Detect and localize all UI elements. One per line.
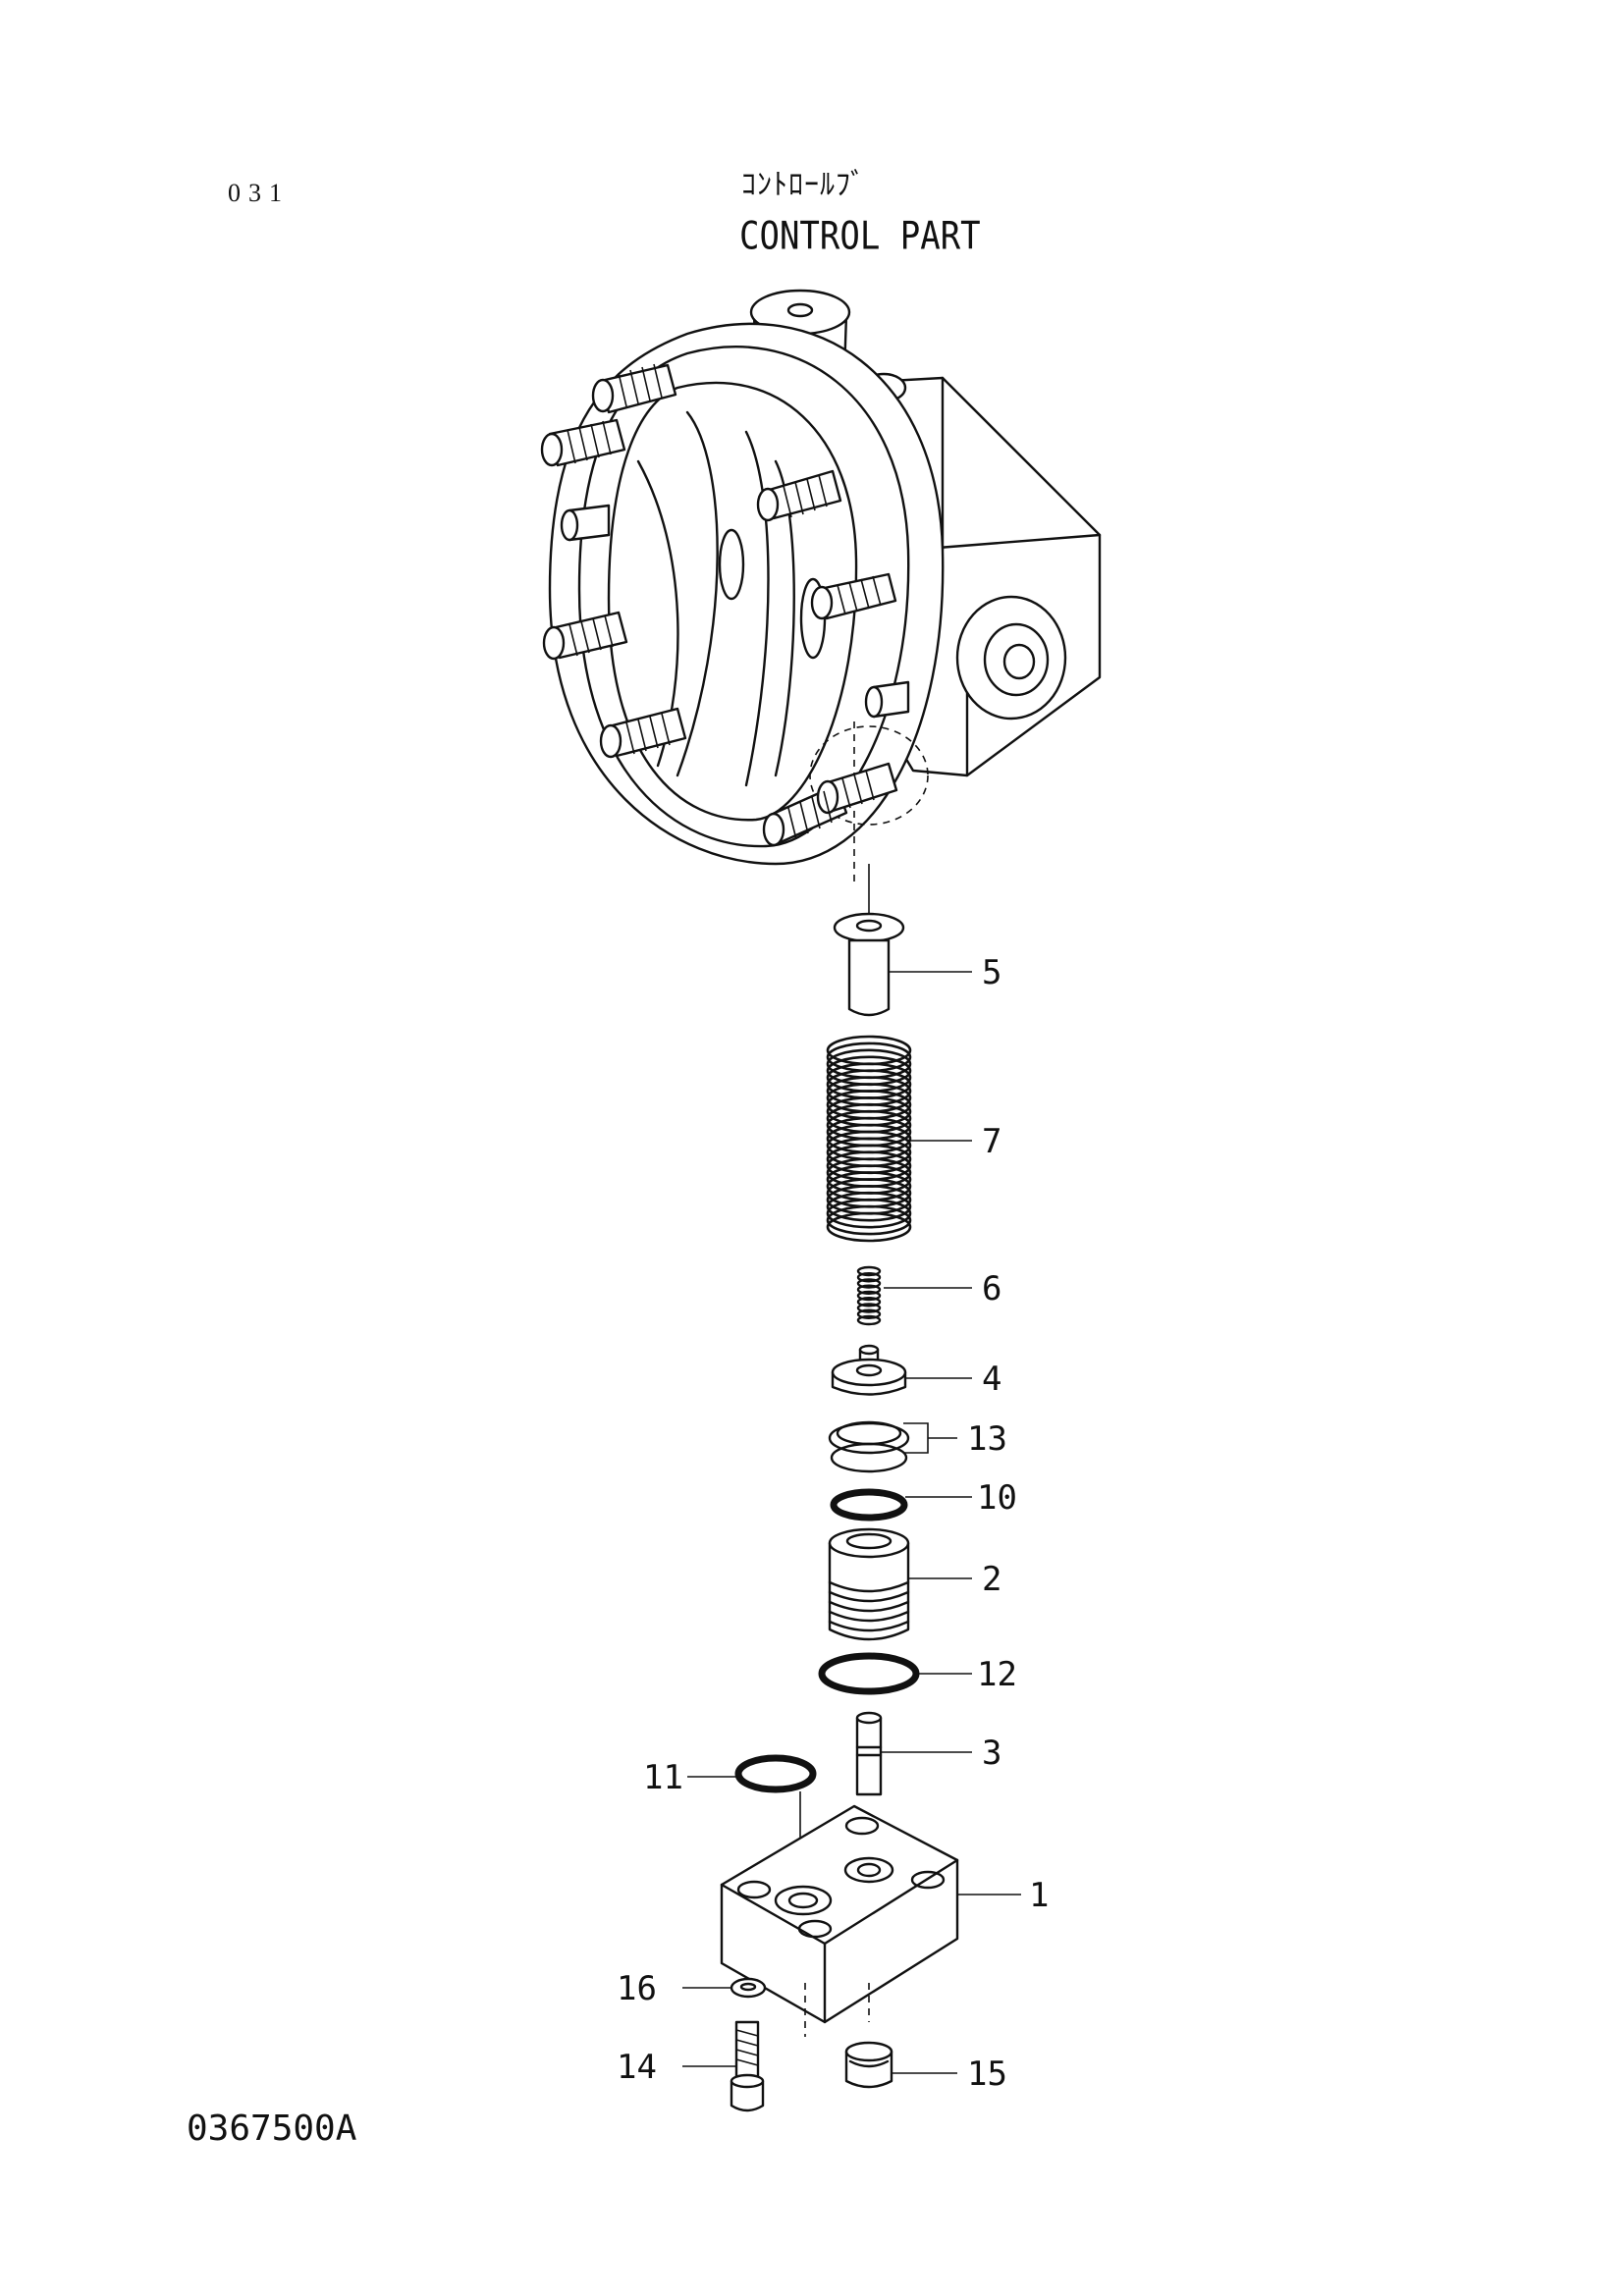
part-1-cover-plate [720,1804,959,2037]
callout-6: 6 [982,1269,1001,1308]
callout-labels: 5 7 6 4 13 10 2 12 3 11 1 16 14 15 [617,953,1049,2094]
spring-coil [856,1284,882,1295]
callout-5: 5 [982,953,1001,992]
part-15-plug [844,2041,893,2089]
part-4-spring-seat [831,1344,907,1396]
part-11-o-ring [734,1754,817,1793]
part-12-o-ring [818,1652,920,1695]
spring-coil [856,1297,882,1308]
callout-1: 1 [1029,1876,1049,1915]
leader-lines [682,971,1021,2074]
spring-coil [856,1290,882,1302]
callout-14: 14 [617,2048,657,2087]
callout-13: 13 [967,1419,1007,1459]
part-14-socket-bolt [730,2020,765,2112]
drawing-code: 0367500A [187,2109,357,2149]
callout-15: 15 [967,2055,1007,2094]
callout-16: 16 [617,1969,657,2008]
part-10-o-ring [830,1488,908,1522]
spring-coil [826,1198,912,1229]
callout-3: 3 [982,1734,1001,1773]
part-3-pin [855,1711,883,1796]
spring-coil [826,1191,912,1222]
page-number: 031 [228,179,290,207]
spring-coil [856,1314,882,1326]
spring-coil [826,1211,912,1243]
spring-coil [856,1303,882,1313]
part-7-spring [826,1035,912,1243]
callout-10: 10 [977,1478,1017,1518]
callout-4: 4 [982,1360,1001,1399]
callout-12: 12 [977,1655,1017,1694]
callout-11: 11 [643,1758,683,1797]
part-16-washer [730,1977,767,1999]
part-5-sleeve [833,912,905,1017]
part-6-small-spring [856,1265,882,1326]
title-english: CONTROL PART [739,214,981,259]
spring-coil [856,1278,882,1289]
callout-2: 2 [982,1560,1001,1599]
housing-illustration [540,289,1102,883]
spring-coil [856,1272,882,1283]
title-japanese: ｺﾝﾄﾛｰﾙﾌﾞ [741,168,866,202]
part-2-piston [828,1527,910,1641]
callout-7: 7 [982,1122,1001,1161]
spring-coil [856,1265,882,1277]
spring-coil [826,1204,912,1236]
spring-coil [856,1308,882,1319]
stud-bolts [540,363,898,847]
part-13-ring-set [828,1420,910,1473]
